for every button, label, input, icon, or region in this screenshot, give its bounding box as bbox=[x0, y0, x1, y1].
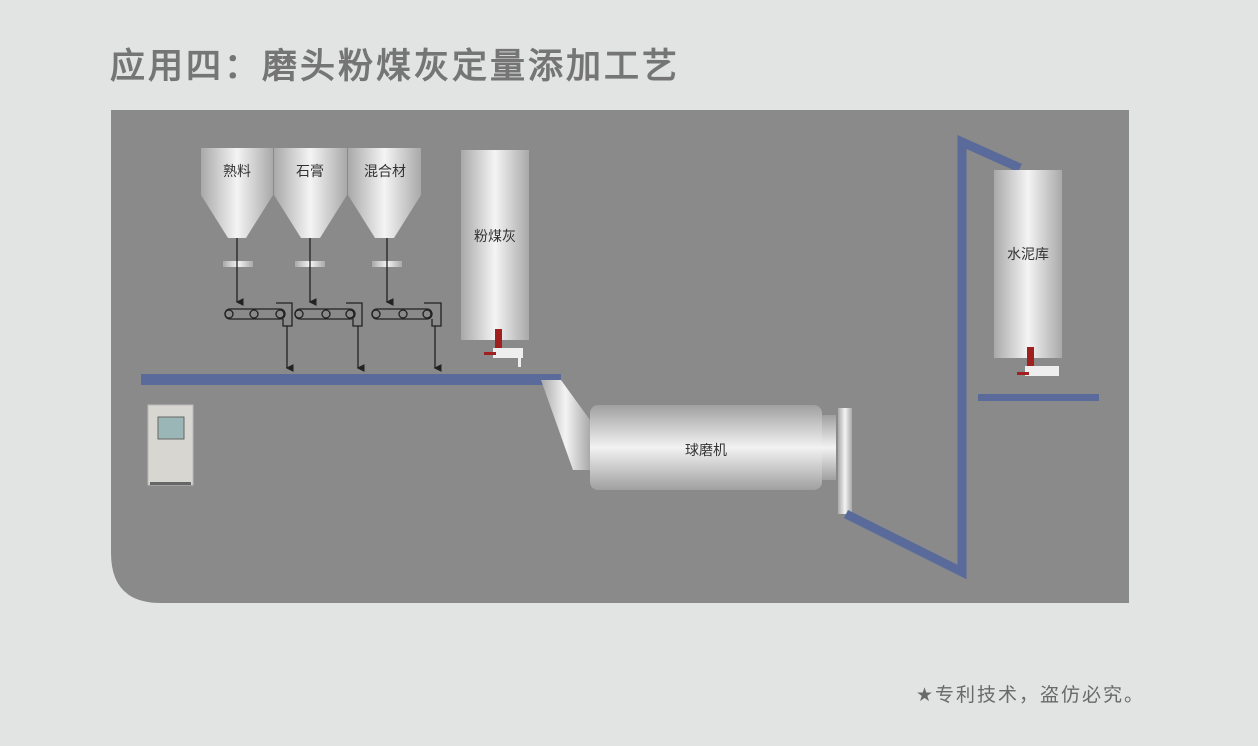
flyash-feeder bbox=[484, 329, 523, 367]
bucket-elevator bbox=[843, 135, 1022, 580]
hopper-label: 石膏 bbox=[296, 163, 324, 180]
cement-silo: 水泥库 bbox=[994, 170, 1062, 358]
belt-scales bbox=[224, 302, 442, 327]
hopper-label: 熟料 bbox=[223, 164, 251, 180]
gate-valves bbox=[223, 261, 402, 267]
ball-mill-label: 球磨机 bbox=[685, 443, 727, 459]
mill-chute bbox=[541, 380, 590, 470]
hopper-label: 混合材 bbox=[364, 164, 406, 180]
hopper-mixture: 混合材 bbox=[348, 148, 421, 238]
silo-conveyor bbox=[978, 394, 1099, 401]
main-conveyor bbox=[141, 374, 561, 385]
hopper-clinker: 熟料 bbox=[201, 148, 273, 238]
flyash-silo: 粉煤灰 bbox=[461, 150, 529, 340]
feed-arrows bbox=[235, 238, 442, 372]
page-title: 应用四：磨头粉煤灰定量添加工艺 bbox=[110, 47, 681, 87]
cement-feeder bbox=[1017, 347, 1059, 376]
cement-silo-label: 水泥库 bbox=[1007, 247, 1049, 263]
flyash-silo-label: 粉煤灰 bbox=[474, 229, 516, 245]
patent-notice: ★专利技术，盗仿必究。 bbox=[916, 684, 1146, 706]
ball-mill: 球磨机 bbox=[590, 405, 852, 514]
diagram-panel bbox=[111, 110, 1129, 603]
control-cabinet bbox=[147, 404, 194, 486]
hopper-gypsum: 石膏 bbox=[274, 148, 347, 238]
